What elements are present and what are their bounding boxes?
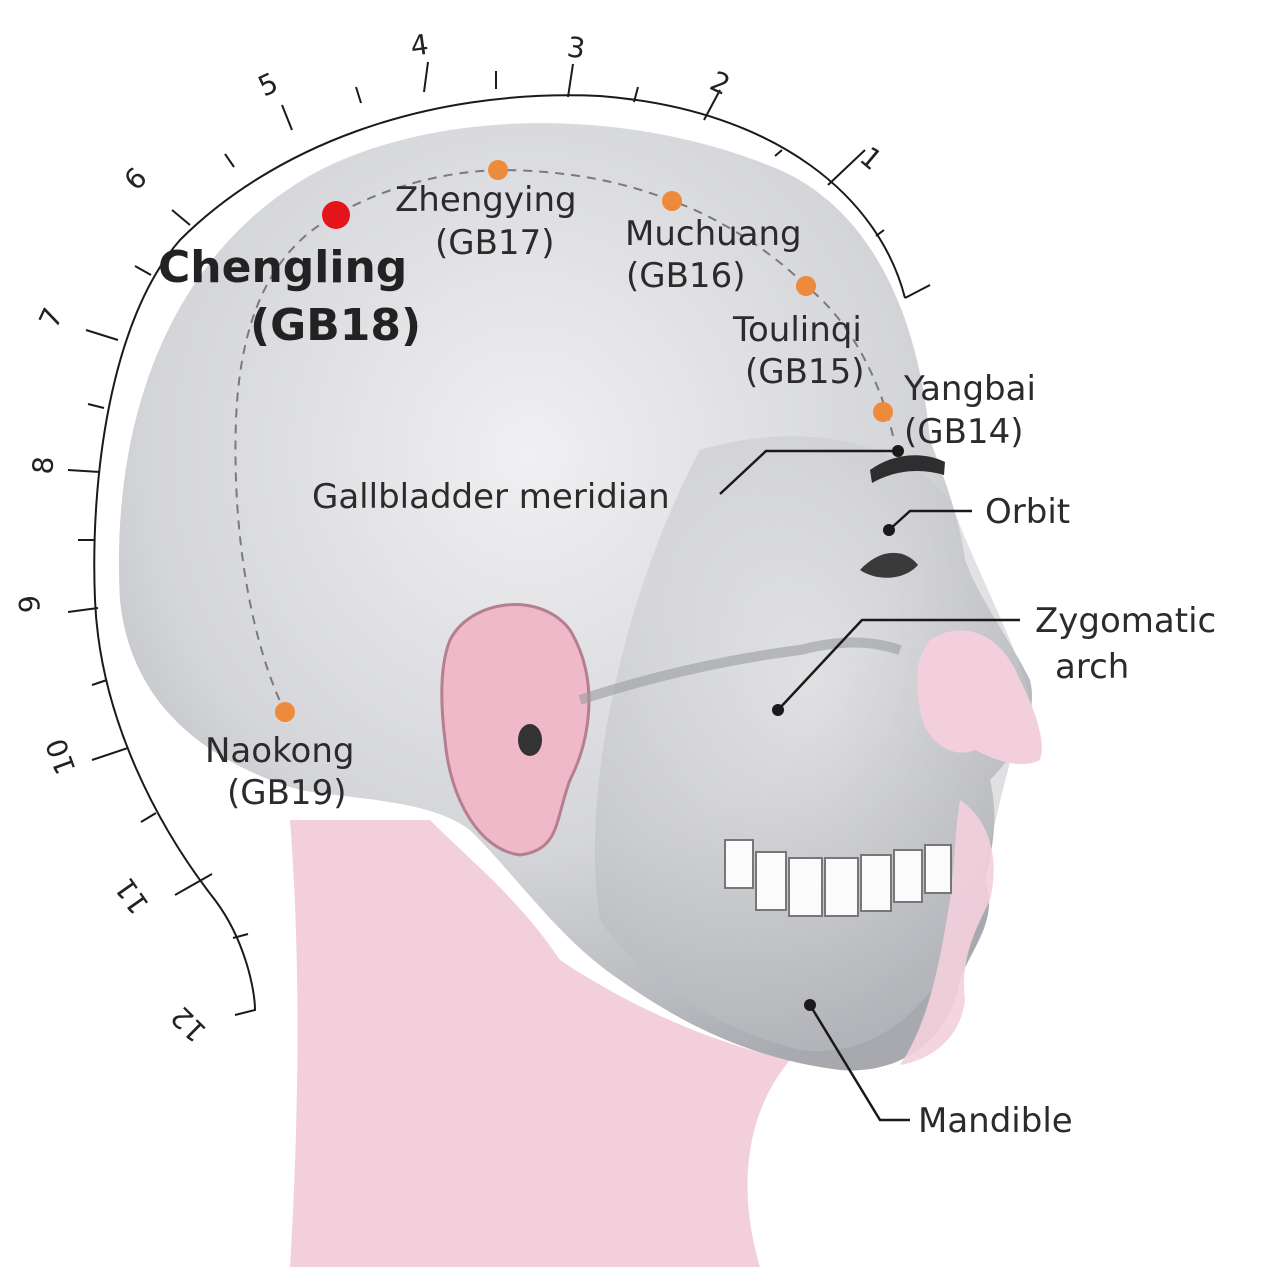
nose-shape [917, 630, 1042, 765]
naokong-point [275, 702, 295, 722]
eye [860, 552, 918, 578]
muchuang-code: (GB16) [626, 256, 745, 296]
scale-arc [93, 94, 931, 1016]
meridian-leader [719, 449, 898, 495]
chengling-name: Chengling [158, 242, 407, 293]
chengling-point [322, 201, 350, 229]
toulinqi-point [796, 276, 816, 296]
scale-number-4: 4 [408, 28, 430, 63]
lips-chin-shape [900, 800, 994, 1065]
orbit-leader [888, 509, 972, 531]
zygomatic-label-line2: arch [1055, 647, 1129, 687]
acupoint-markers [275, 160, 893, 722]
toulinqi-code: (GB15) [745, 352, 864, 392]
zhengying-code: (GB17) [435, 223, 554, 263]
scale-number-10: 10 [39, 734, 82, 779]
zygomatic-label-line1: Zygomatic [1035, 601, 1216, 641]
zygomatic-marker [772, 704, 784, 716]
mandible-leader [808, 1004, 910, 1122]
scale-number-8: 8 [26, 455, 60, 476]
ear-shape [440, 603, 591, 857]
cun-scale [67, 61, 931, 1016]
meridian-marker [892, 445, 904, 457]
teeth [724, 839, 952, 917]
scale-number-1: 1 [854, 140, 889, 177]
scale-number-7: 7 [32, 303, 69, 333]
naokong-code: (GB19) [227, 773, 346, 813]
scale-number-5: 5 [253, 66, 283, 103]
zygomatic-contour [578, 637, 902, 705]
yangbai-code: (GB14) [904, 412, 1023, 452]
scale-number-9: 9 [13, 594, 47, 615]
anatomy-markers [772, 445, 904, 1011]
anatomy-labels: Gallbladder meridian Orbit Zygomatic arc… [312, 477, 1216, 1141]
naokong-name: Naokong [205, 731, 354, 771]
leader-lines [719, 449, 1020, 1122]
eyebrow [870, 455, 945, 483]
mandible-label: Mandible [918, 1101, 1073, 1141]
muchuang-name: Muchuang [625, 214, 802, 254]
orbit-marker [883, 524, 895, 536]
ear-canal [518, 724, 542, 756]
scale-number-6: 6 [118, 161, 154, 197]
meridian-label: Gallbladder meridian [312, 477, 670, 517]
orbit-label: Orbit [985, 492, 1070, 532]
yangbai-point [873, 402, 893, 422]
chengling-code: (GB18) [250, 300, 421, 351]
zygomatic-leader [777, 618, 1020, 711]
zhengying-name: Zhengying [395, 180, 577, 220]
muchuang-point [662, 191, 682, 211]
toulinqi-name: Toulinqi [732, 310, 862, 350]
scale-number-11: 11 [108, 872, 155, 920]
yangbai-name: Yangbai [903, 369, 1036, 409]
acupoint-labels: Chengling (GB18) Zhengying (GB17) Muchua… [158, 180, 1036, 813]
scale-number-2: 2 [705, 64, 735, 101]
zhengying-point [488, 160, 508, 180]
neck-shape [290, 820, 790, 1267]
scale-number-3: 3 [565, 30, 587, 65]
mandible-marker [804, 999, 816, 1011]
scale-number-12: 12 [164, 1000, 213, 1049]
